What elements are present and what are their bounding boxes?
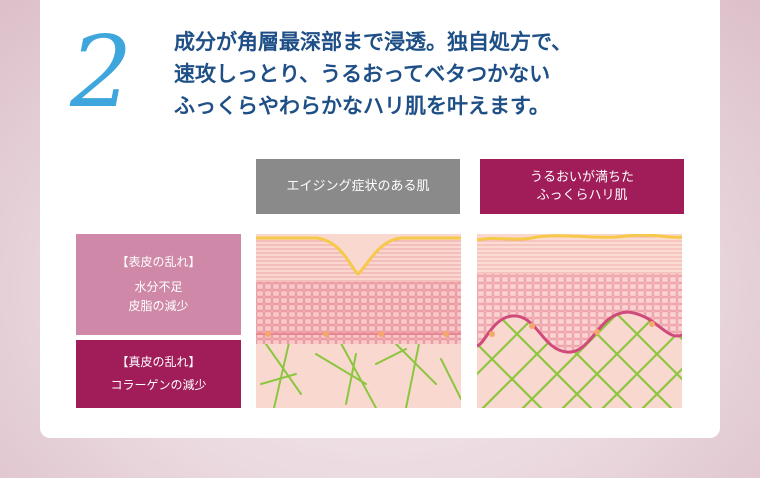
moist-skin-label-line-2: ふっくらハリ肌 <box>536 187 628 203</box>
epidermis-issue-line-2: 皮脂の減少 <box>128 299 189 313</box>
aging-skin-illustration <box>256 234 461 408</box>
headline-line-2: 速攻しっとり、うるおってベタつかない <box>174 62 551 86</box>
moist-skin-illustration <box>477 234 682 408</box>
epidermis-issue-line-1: 水分不足 <box>134 280 183 294</box>
headline: 成分が角層最深部まで浸透。独自処方で、 速攻しっとり、うるおってベタつかない ふ… <box>174 26 714 122</box>
dermis-issue-line-1: コラーゲンの減少 <box>110 378 207 392</box>
aging-skin-label: エイジング症状のある肌 <box>286 178 430 194</box>
epidermis-issue-box: 【表皮の乱れ】 水分不足 皮脂の減少 <box>76 234 241 335</box>
step-number: 2 <box>70 16 133 130</box>
dermis-issue-box: 【真皮の乱れ】 コラーゲンの減少 <box>76 340 241 408</box>
headline-line-1: 成分が角層最深部まで浸透。独自処方で、 <box>174 30 573 54</box>
epidermis-issue-title: 【表皮の乱れ】 <box>116 255 201 269</box>
aging-skin-header: エイジング症状のある肌 <box>256 159 460 214</box>
headline-line-3: ふっくらやわらかなハリ肌を叶えます。 <box>174 94 550 118</box>
dermis-issue-title: 【真皮の乱れ】 <box>116 355 201 369</box>
moist-skin-label-line-1: うるおいが満ちた <box>529 169 634 185</box>
moist-skin-header: うるおいが満ちた ふっくらハリ肌 <box>480 159 684 214</box>
